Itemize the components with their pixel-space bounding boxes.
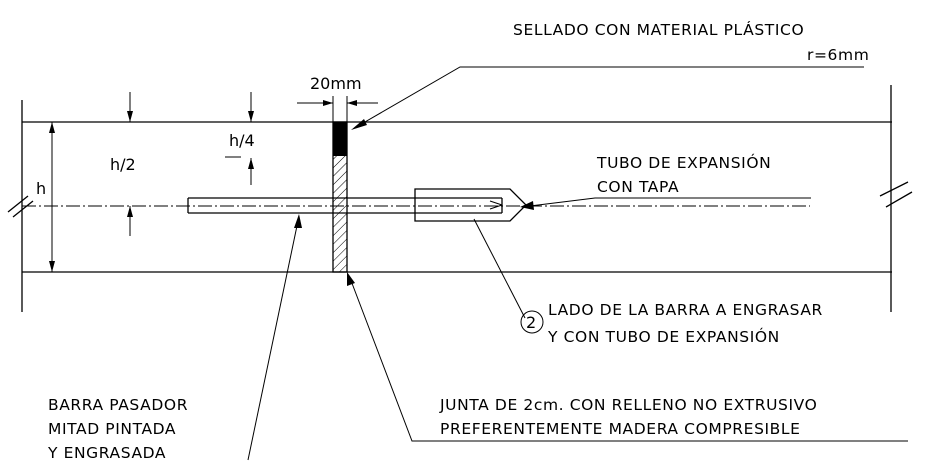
joint-label-line2: PREFERENTEMENTE MADERA COMPRESIBLE [440,420,801,438]
half-height-dimension [127,92,133,236]
quarter-height-dimension [225,92,254,185]
break-mark-left [7,195,29,213]
height-dimension [49,122,55,272]
joint-label-line1: JUNTA DE 2cm. CON RELLENO NO EXTRUSIVO [439,396,817,414]
sealing-label-line1: SELLADO CON MATERIAL PLÁSTICO [513,20,804,39]
bar-label-line3: Y ENGRASADA [47,444,166,462]
side-leader [473,218,526,319]
joint-leader [349,277,908,442]
tube-leader [529,197,811,207]
tube-label-line2: CON TAPA [597,178,679,196]
joint-sealant [333,122,347,156]
side-number-circle [520,310,544,334]
joint-width-dimension [297,96,378,122]
side-label-line2: Y CON TUBO DE EXPANSIÓN [547,327,780,346]
side-number: 2 [526,313,536,332]
height-label: h [36,179,46,198]
bar-leader [247,220,299,461]
side-label-line1: LADO DE LA BARRA A ENGRASAR [548,301,823,319]
quarter-height-label: h/4 [229,131,255,150]
bar-label-line2: MITAD PINTADA [48,420,176,438]
sealing-leader [357,66,864,127]
break-mark-right [879,181,909,197]
joint-width-label: 20mm [310,74,362,93]
bar-label-line1: BARRA PASADOR [48,396,188,414]
sealing-label-line2: r=6mm [807,46,869,64]
tube-label-line1: TUBO DE EXPANSIÓN [596,153,771,172]
expansion-tube [414,188,527,222]
half-height-label: h/2 [110,155,136,174]
